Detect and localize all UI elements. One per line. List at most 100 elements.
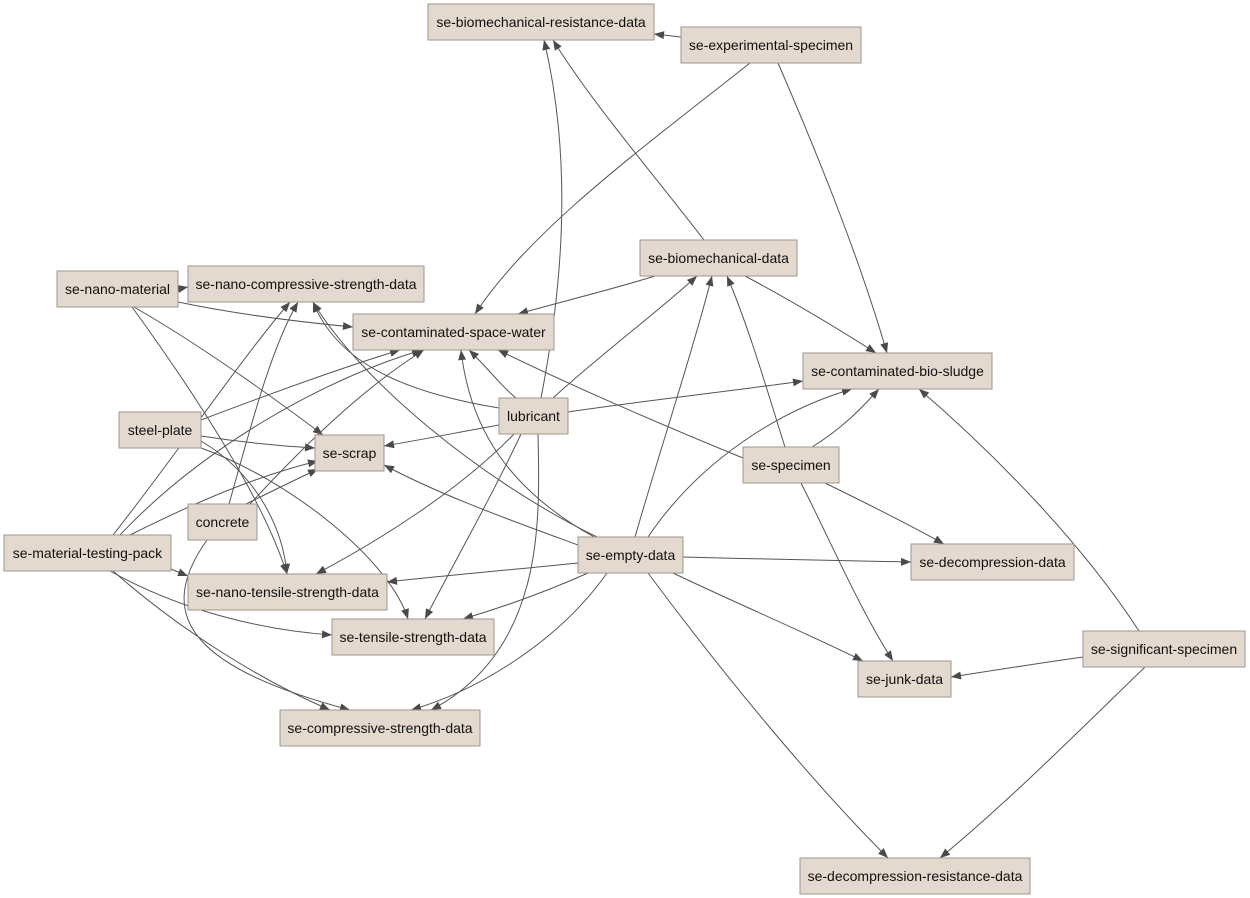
edge-line — [200, 435, 316, 449]
edge-concrete-to-se-scrap — [245, 468, 319, 505]
arrowhead — [900, 557, 911, 566]
node-label: se-biomechanical-resistance-data — [436, 14, 646, 30]
arrowhead — [321, 630, 332, 639]
edge-se-empty-data-to-se-decompression-data — [682, 556, 912, 566]
edge-line — [497, 349, 744, 459]
arrowhead — [542, 40, 551, 51]
edge-line — [474, 62, 751, 315]
edge-steel-plate-to-se-contaminated-space-water — [200, 349, 401, 421]
edge-se-biomechanical-data-to-se-contaminated-space-water — [517, 275, 656, 316]
edge-line — [131, 306, 288, 575]
arrowhead — [553, 40, 562, 51]
arrowhead — [389, 349, 400, 357]
edge-se-material-testing-pack-to-se-nano-tensile-strength-data — [170, 568, 189, 577]
edge-se-nano-material-to-se-contaminated-space-water — [177, 301, 354, 331]
edge-se-empty-data-to-se-tensile-strength-data — [462, 572, 589, 620]
edge-line — [430, 433, 540, 711]
edge-line — [245, 468, 319, 505]
edge-se-material-testing-pack-to-se-compressive-strength-data — [112, 570, 331, 711]
nodes-layer: se-biomechanical-resistance-data se-expe… — [3, 3, 1246, 895]
arrowhead — [686, 276, 697, 286]
node-se-experimental-specimen[interactable]: se-experimental-specimen — [680, 26, 862, 64]
node-se-scrap[interactable]: se-scrap — [314, 434, 385, 472]
edge-se-nano-material-to-se-nano-compressive-strength-data — [177, 285, 189, 293]
node-lubricant[interactable]: lubricant — [498, 397, 569, 435]
node-se-biomechanical-resistance-data[interactable]: se-biomechanical-resistance-data — [427, 3, 655, 41]
edge-line — [634, 275, 713, 538]
edge-lubricant-to-se-tensile-strength-data — [424, 433, 522, 620]
node-label: se-contaminated-bio-sludge — [811, 363, 984, 379]
arrowhead — [940, 848, 951, 858]
arrowhead — [384, 440, 395, 449]
edge-line — [200, 349, 401, 421]
arrowhead — [304, 443, 315, 452]
node-concrete[interactable]: concrete — [187, 503, 258, 541]
arrowhead — [458, 350, 467, 361]
node-se-material-testing-pack[interactable]: se-material-testing-pack — [3, 534, 172, 572]
node-se-nano-material[interactable]: se-nano-material — [56, 270, 179, 308]
edge-line — [183, 539, 351, 711]
edge-line — [112, 570, 331, 711]
node-label: se-decompression-resistance-data — [808, 868, 1023, 884]
edge-line — [119, 349, 423, 536]
arrowhead — [411, 703, 422, 712]
arrowhead — [878, 848, 888, 858]
arrowhead — [431, 701, 442, 710]
arrowhead — [880, 342, 889, 353]
edge-line — [567, 380, 804, 413]
edge-se-empty-data-to-se-biomechanical-data — [634, 275, 714, 538]
edge-se-significant-specimen-to-se-decompression-resistance-data — [939, 666, 1146, 859]
node-se-compressive-strength-data[interactable]: se-compressive-strength-data — [279, 709, 481, 747]
arrowhead — [384, 465, 395, 474]
node-se-tensile-strength-data[interactable]: se-tensile-strength-data — [331, 618, 495, 656]
node-se-nano-tensile-strength-data[interactable]: se-nano-tensile-strength-data — [187, 573, 388, 611]
edge-se-empty-data-to-se-nano-tensile-strength-data — [386, 562, 579, 585]
edge-line — [177, 301, 354, 328]
edge-line — [249, 349, 425, 505]
edges-layer — [109, 31, 1146, 859]
node-label: lubricant — [507, 408, 560, 424]
node-se-contaminated-bio-sludge[interactable]: se-contaminated-bio-sludge — [802, 352, 993, 390]
node-se-decompression-resistance-data[interactable]: se-decompression-resistance-data — [799, 857, 1031, 895]
edge-line — [383, 424, 500, 447]
node-label: se-biomechanical-data — [648, 250, 789, 266]
arrowhead — [411, 348, 422, 357]
node-steel-plate[interactable]: steel-plate — [118, 411, 202, 449]
node-se-significant-specimen[interactable]: se-significant-specimen — [1082, 630, 1246, 668]
edge-line — [744, 275, 877, 354]
arrowhead — [342, 322, 353, 331]
node-se-empty-data[interactable]: se-empty-data — [577, 536, 684, 574]
edge-se-empty-data-to-se-contaminated-bio-sludge — [647, 387, 853, 538]
arrowhead — [884, 650, 893, 661]
edge-line — [777, 62, 888, 354]
edge-concrete-to-se-compressive-strength-data — [183, 539, 351, 712]
node-se-biomechanical-data[interactable]: se-biomechanical-data — [639, 239, 798, 277]
edge-lubricant-to-se-compressive-strength-data — [430, 433, 540, 711]
edge-se-specimen-to-se-contaminated-bio-sludge — [811, 388, 880, 448]
node-se-specimen[interactable]: se-specimen — [742, 446, 840, 484]
node-se-decompression-data[interactable]: se-decompression-data — [910, 543, 1075, 581]
edge-line — [672, 572, 864, 662]
node-se-nano-compressive-strength-data[interactable]: se-nano-compressive-strength-data — [187, 265, 425, 303]
edge-line — [386, 562, 579, 583]
edge-line — [726, 275, 786, 448]
edge-line — [552, 39, 705, 241]
arrowhead — [654, 31, 665, 40]
edge-lubricant-to-se-biomechanical-resistance-data — [540, 39, 563, 399]
node-label: se-scrap — [323, 445, 377, 461]
edge-line — [228, 301, 299, 505]
arrowhead — [933, 535, 944, 544]
edge-se-material-testing-pack-to-se-nano-compressive-strength-data — [112, 301, 291, 536]
arrowhead — [177, 285, 188, 293]
arrowhead — [469, 350, 480, 360]
node-se-contaminated-space-water[interactable]: se-contaminated-space-water — [352, 313, 555, 351]
edge-se-specimen-to-se-contaminated-space-water — [497, 349, 744, 459]
node-label: se-contaminated-space-water — [361, 324, 546, 340]
arrowhead — [316, 565, 327, 574]
arrowhead — [289, 302, 298, 313]
edge-se-empty-data-to-se-junk-data — [672, 572, 864, 662]
arrowhead — [401, 608, 409, 619]
node-se-junk-data[interactable]: se-junk-data — [857, 660, 952, 698]
node-label: se-compressive-strength-data — [287, 720, 472, 736]
